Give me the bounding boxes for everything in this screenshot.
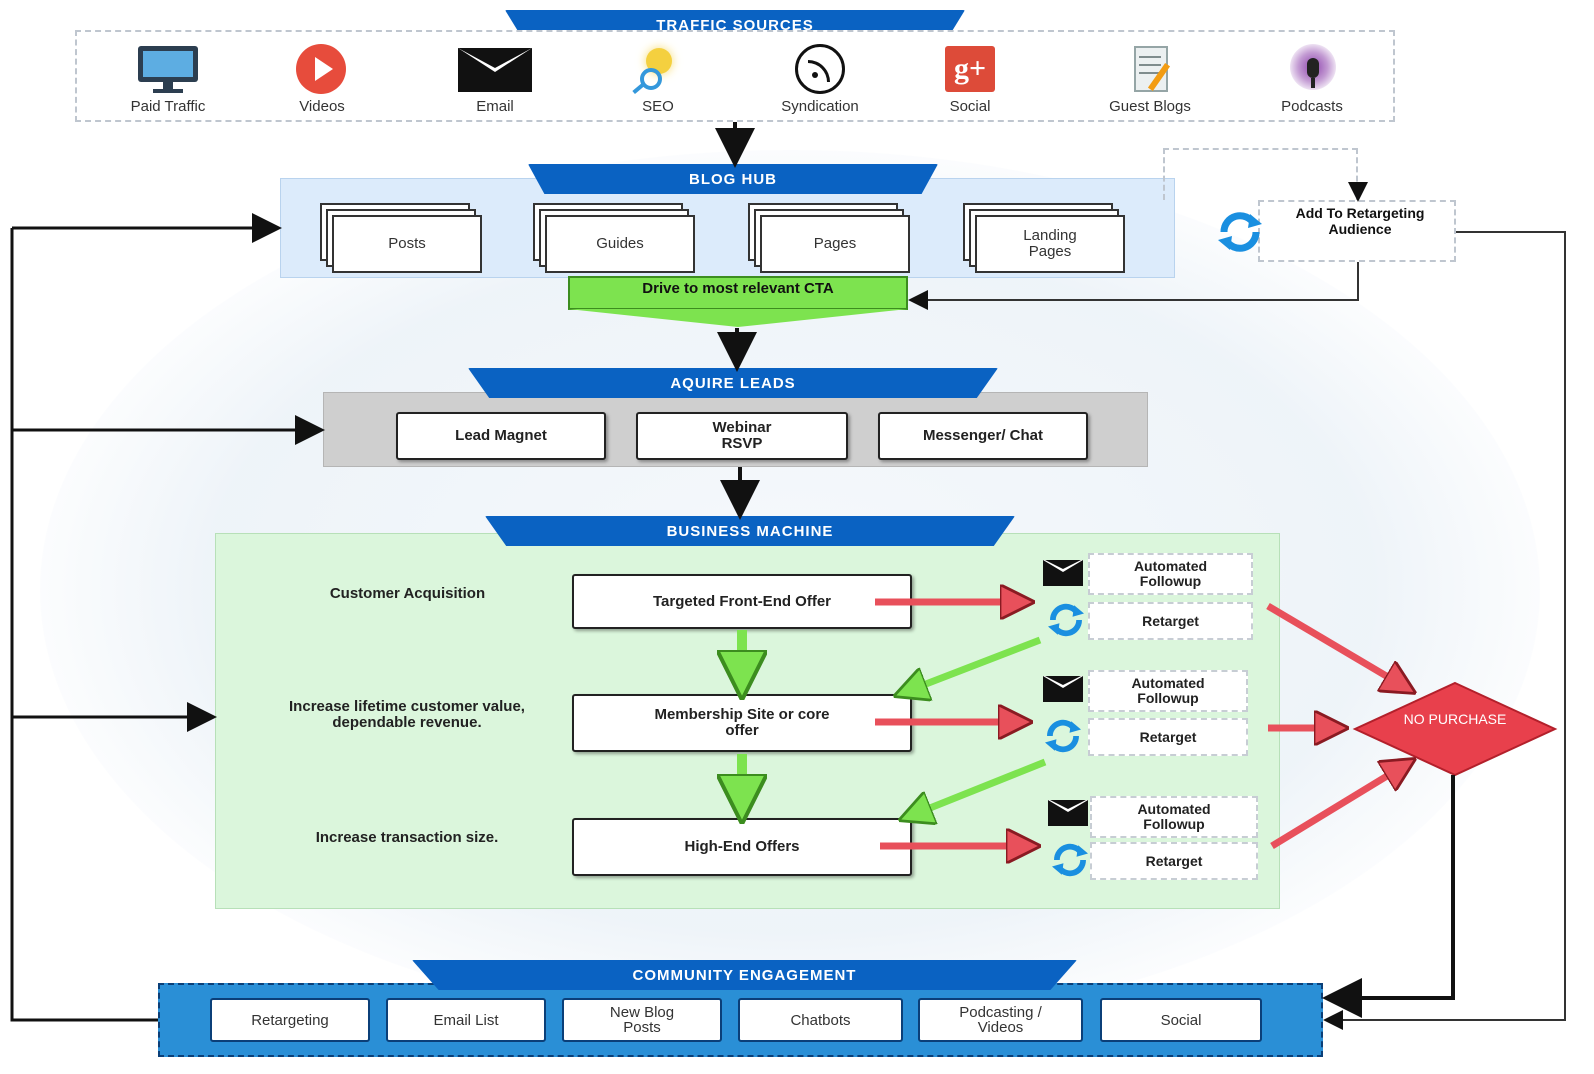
podcast-icon bbox=[1270, 42, 1354, 96]
messenger-chat-box: Messenger/ Chat bbox=[878, 412, 1088, 460]
community-item-email-list: Email List bbox=[386, 998, 546, 1042]
community-item-retargeting: Retargeting bbox=[210, 998, 370, 1042]
community-item-new-blog-posts: New Blog Posts bbox=[562, 998, 722, 1042]
lead-magnet-box: Lead Magnet bbox=[396, 412, 606, 460]
doc-landing-pages: Landing Pages bbox=[975, 215, 1125, 273]
doc-posts: Posts bbox=[332, 215, 482, 273]
blog-hub-banner: BLOG HUB bbox=[528, 164, 938, 194]
doc-guides: Guides bbox=[545, 215, 695, 273]
stage-label-transaction-size: Increase transaction size. bbox=[315, 829, 499, 846]
retarget-box-3: Retarget bbox=[1090, 842, 1258, 880]
google-plus-icon: g+ bbox=[928, 42, 1012, 96]
traffic-label: Podcasts bbox=[1281, 98, 1343, 115]
high-end-offer-box: High-End Offers bbox=[572, 818, 912, 876]
membership-offer-box: Membership Site or core offer bbox=[572, 694, 912, 752]
community-item-chatbots: Chatbots bbox=[738, 998, 903, 1042]
traffic-label: Social bbox=[949, 98, 991, 115]
traffic-item-seo: SEO bbox=[598, 42, 718, 115]
traffic-item-guest-blogs: Guest Blogs bbox=[1090, 42, 1210, 115]
cta-label: Drive to most relevant CTA bbox=[642, 280, 834, 297]
envelope-icon bbox=[1043, 560, 1083, 586]
aquire-leads-banner: AQUIRE LEADS bbox=[468, 368, 998, 398]
refresh-icon bbox=[1046, 602, 1086, 638]
followup-box-2: Automated Followup bbox=[1088, 670, 1248, 712]
envelope-icon bbox=[1048, 800, 1088, 826]
traffic-sources-panel bbox=[75, 30, 1395, 122]
refresh-icon bbox=[1043, 718, 1083, 754]
envelope-icon bbox=[1043, 676, 1083, 702]
retarget-box-2: Retarget bbox=[1088, 718, 1248, 756]
traffic-item-paid-traffic: Paid Traffic bbox=[108, 42, 228, 115]
traffic-item-syndication: Syndication bbox=[760, 42, 880, 115]
retargeting-audience-label: Add To Retargeting Audience bbox=[1295, 205, 1425, 237]
traffic-label: Videos bbox=[299, 98, 345, 115]
community-item-social: Social bbox=[1100, 998, 1262, 1042]
followup-box-3: Automated Followup bbox=[1090, 796, 1258, 838]
business-machine-banner: BUSINESS MACHINE bbox=[485, 516, 1015, 546]
doc-pages: Pages bbox=[760, 215, 910, 273]
followup-box-1: Automated Followup bbox=[1088, 553, 1253, 595]
retarget-box-1: Retarget bbox=[1088, 602, 1253, 640]
monitor-icon bbox=[126, 42, 210, 96]
front-end-offer-box: Targeted Front-End Offer bbox=[572, 574, 912, 629]
traffic-label: Syndication bbox=[781, 98, 859, 115]
notepad-icon bbox=[1108, 42, 1192, 96]
traffic-label: Paid Traffic bbox=[130, 98, 206, 115]
traffic-item-social: g+ Social bbox=[910, 42, 1030, 115]
refresh-icon bbox=[1050, 842, 1090, 878]
webinar-rsvp-box: Webinar RSVP bbox=[636, 412, 848, 460]
traffic-label: SEO bbox=[642, 98, 674, 115]
retarget-connector bbox=[1163, 148, 1358, 200]
rss-icon bbox=[778, 42, 862, 96]
envelope-icon bbox=[453, 42, 537, 96]
no-purchase-label: NO PURCHASE bbox=[1403, 711, 1507, 727]
play-icon bbox=[280, 42, 364, 96]
traffic-label: Guest Blogs bbox=[1109, 98, 1191, 115]
no-purchase-diamond: NO PURCHASE bbox=[1352, 681, 1558, 777]
bulb-icon bbox=[616, 42, 700, 96]
stage-label-acquisition: Customer Acquisition bbox=[329, 585, 486, 602]
traffic-label: Email bbox=[476, 98, 514, 115]
stage-label-lifetime-value: Increase lifetime customer value, depend… bbox=[289, 698, 525, 731]
cta-shape: Drive to most relevant CTA bbox=[568, 276, 908, 327]
community-engagement-banner: COMMUNITY ENGAGEMENT bbox=[412, 960, 1077, 990]
community-item-podcasting-videos: Podcasting / Videos bbox=[918, 998, 1083, 1042]
traffic-item-podcasts: Podcasts bbox=[1252, 42, 1372, 115]
traffic-item-email: Email bbox=[435, 42, 555, 115]
traffic-item-videos: Videos bbox=[262, 42, 382, 115]
refresh-icon bbox=[1216, 210, 1264, 254]
